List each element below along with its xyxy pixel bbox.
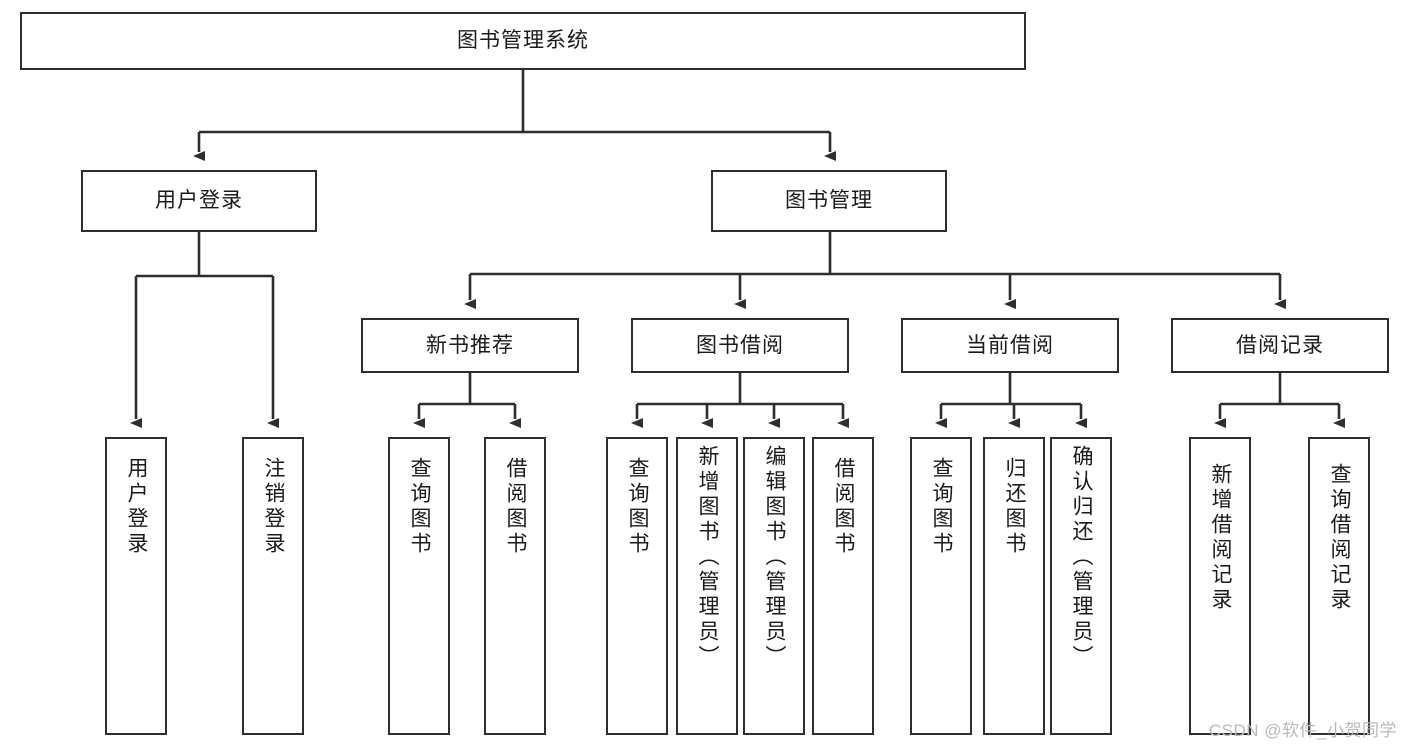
node-leaf-user-logout-label: 注销登录 xyxy=(262,457,286,557)
node-current-borrow[interactable]: 当前借阅 xyxy=(901,318,1119,373)
node-borrow-record[interactable]: 借阅记录 xyxy=(1171,318,1389,373)
node-root[interactable]: 图书管理系统 xyxy=(20,12,1026,70)
node-leaf-query-book-2[interactable]: 查询图书 xyxy=(606,437,668,735)
node-book-borrow[interactable]: 图书借阅 xyxy=(631,318,849,373)
node-leaf-query-book-2-label: 查询图书 xyxy=(626,457,650,557)
node-leaf-borrow-book-2-label: 借阅图书 xyxy=(832,457,856,557)
node-leaf-add-book[interactable]: 新增图书（管理员） xyxy=(676,437,738,735)
node-leaf-query-book-1-label: 查询图书 xyxy=(408,457,432,557)
node-leaf-add-book-label: 新增图书（管理员） xyxy=(696,445,720,670)
node-new-book-recommend[interactable]: 新书推荐 xyxy=(361,318,579,373)
node-leaf-query-record[interactable]: 查询借阅记录 xyxy=(1308,437,1370,735)
node-leaf-query-book-3-label: 查询图书 xyxy=(930,457,954,557)
watermark-text: CSDN @软件_小贺同学 xyxy=(1208,721,1397,740)
node-leaf-return-book-label: 归还图书 xyxy=(1003,457,1027,557)
node-book-borrow-label: 图书借阅 xyxy=(696,333,784,357)
node-borrow-record-label: 借阅记录 xyxy=(1236,333,1324,357)
node-leaf-user-logout[interactable]: 注销登录 xyxy=(242,437,304,735)
node-leaf-add-record[interactable]: 新增借阅记录 xyxy=(1189,437,1251,735)
node-leaf-add-record-label: 新增借阅记录 xyxy=(1209,463,1233,613)
node-root-label: 图书管理系统 xyxy=(457,29,589,53)
node-leaf-user-login-label: 用户登录 xyxy=(125,457,149,557)
node-leaf-borrow-book-1-label: 借阅图书 xyxy=(504,457,528,557)
node-user-login-label: 用户登录 xyxy=(155,189,243,213)
node-book-manage[interactable]: 图书管理 xyxy=(711,170,947,232)
node-leaf-return-book[interactable]: 归还图书 xyxy=(983,437,1045,735)
node-leaf-query-book-3[interactable]: 查询图书 xyxy=(910,437,972,735)
node-leaf-borrow-book-1[interactable]: 借阅图书 xyxy=(484,437,546,735)
node-leaf-edit-book[interactable]: 编辑图书（管理员） xyxy=(743,437,805,735)
node-leaf-confirm-return-label: 确认归还（管理员） xyxy=(1070,445,1094,670)
node-new-book-recommend-label: 新书推荐 xyxy=(426,333,514,357)
node-leaf-confirm-return[interactable]: 确认归还（管理员） xyxy=(1050,437,1112,735)
node-book-manage-label: 图书管理 xyxy=(785,189,873,213)
node-leaf-edit-book-label: 编辑图书（管理员） xyxy=(763,445,787,670)
node-leaf-query-record-label: 查询借阅记录 xyxy=(1328,463,1352,613)
node-leaf-query-book-1[interactable]: 查询图书 xyxy=(388,437,450,735)
node-current-borrow-label: 当前借阅 xyxy=(966,333,1054,357)
node-leaf-user-login[interactable]: 用户登录 xyxy=(105,437,167,735)
node-leaf-borrow-book-2[interactable]: 借阅图书 xyxy=(812,437,874,735)
node-user-login[interactable]: 用户登录 xyxy=(81,170,317,232)
